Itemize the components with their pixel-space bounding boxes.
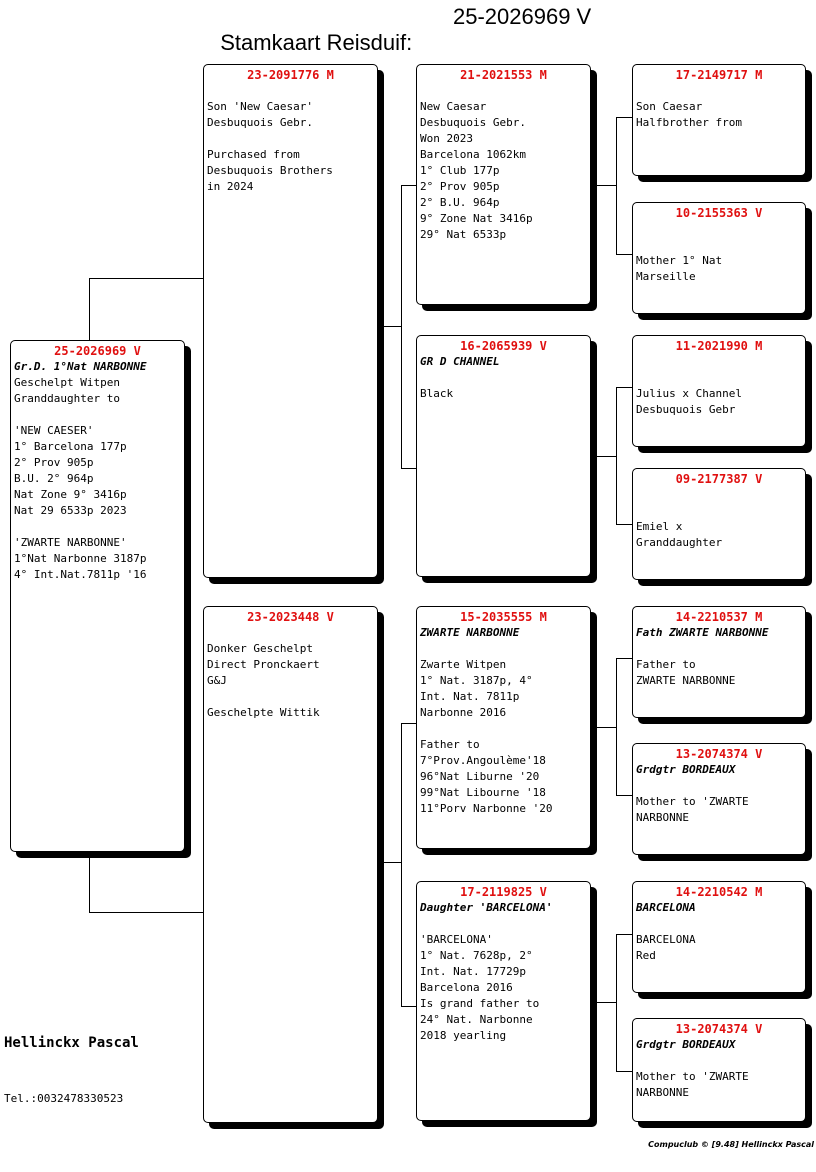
connector <box>616 1071 633 1072</box>
pigeon-card-fmm[interactable]: 09-2177387 V Emiel x Granddaughter <box>632 468 806 580</box>
connector <box>89 278 90 340</box>
connector <box>377 326 401 327</box>
pigeon-card-ffm[interactable]: 10-2155363 V Mother 1° Nat Marseille <box>632 202 806 314</box>
ring-number: 23-2023448 V <box>247 610 334 624</box>
ring-number: 17-2149717 M <box>675 68 763 82</box>
ring-number: 16-2065939 V <box>460 339 547 353</box>
ring-number: 14-2210537 M <box>675 610 763 624</box>
pigeon-card-fff[interactable]: 17-2149717 M Son Caesar Halfbrother from <box>632 64 806 176</box>
pigeon-notes: Julius x Channel Desbuquois Gebr <box>636 387 742 416</box>
connector <box>616 387 633 388</box>
pigeon-card-mff[interactable]: 14-2210537 M Fath ZWARTE NARBONNE Father… <box>632 606 806 718</box>
pigeon-notes: Mother 1° Nat Marseille <box>636 254 723 283</box>
ring-number: 23-2091776 M <box>247 68 334 82</box>
page-title: Stamkaart Reisduif: 25-2026969 V <box>208 4 768 82</box>
pigeon-title: Grdgtr BORDEAUX <box>636 1038 736 1051</box>
pigeon-notes: 'BARCELONA' 1° Nat. 7628p, 2° Int. Nat. … <box>420 933 540 1042</box>
pigeon-card-subject[interactable]: 25-2026969 V Gr.D. 1°Nat NARBONNE Gesche… <box>10 340 185 852</box>
ring-number: 13-2074374 V <box>675 1022 763 1036</box>
ring-number: 17-2119825 V <box>460 885 547 899</box>
connector <box>89 278 204 279</box>
pigeon-card-mfm[interactable]: 13-2074374 V Grdgtr BORDEAUX Mother to '… <box>632 743 806 855</box>
pigeon-notes: BARCELONA Red <box>636 933 696 962</box>
pigeon-title: Fath ZWARTE NARBONNE <box>636 626 769 639</box>
pigeon-title: ZWARTE NARBONNE <box>420 626 520 639</box>
pigeon-notes: Mother to 'ZWARTE NARBONNE <box>636 1070 749 1099</box>
connector <box>401 185 417 186</box>
ring-number: 25-2026969 V <box>54 344 141 358</box>
ring-number: 14-2210542 M <box>675 885 763 899</box>
ring-number: 10-2155363 V <box>675 206 763 220</box>
pigeon-card-mother[interactable]: 23-2023448 V Donker Geschelpt Direct Pro… <box>203 606 378 1123</box>
pigeon-card-father[interactable]: 23-2091776 M Son 'New Caesar' Desbuquois… <box>203 64 378 578</box>
connector <box>616 524 633 525</box>
connector <box>590 185 616 186</box>
pigeon-card-mmf[interactable]: 14-2210542 M BARCELONA BARCELONA Red <box>632 881 806 993</box>
pigeon-notes: Son 'New Caesar' Desbuquois Gebr. Purcha… <box>207 100 333 193</box>
pigeon-notes: Donker Geschelpt Direct Pronckaert G&J G… <box>207 642 320 719</box>
pigeon-title: Gr.D. 1°Nat NARBONNE <box>14 360 147 373</box>
ring-number: 11-2021990 M <box>675 339 763 353</box>
connector <box>401 185 402 468</box>
connector <box>401 468 417 469</box>
connector <box>401 723 417 724</box>
ring-number: 21-2021553 M <box>460 68 547 82</box>
pigeon-title: GR D CHANNEL <box>420 355 500 368</box>
connector <box>616 387 617 524</box>
pigeon-title: Daughter 'BARCELONA' <box>420 901 553 914</box>
pigeon-notes: Mother to 'ZWARTE NARBONNE <box>636 795 749 824</box>
title-label: Stamkaart Reisduif: <box>220 30 413 55</box>
owner-phone: Tel.:0032478330523 <box>4 1092 124 1105</box>
connector <box>89 852 90 912</box>
connector <box>616 254 633 255</box>
connector <box>616 795 633 796</box>
pigeon-card-mm[interactable]: 17-2119825 V Daughter 'BARCELONA' 'BARCE… <box>416 881 591 1121</box>
pigeon-notes: Emiel x Granddaughter <box>636 520 723 549</box>
connector <box>616 658 633 659</box>
connector <box>401 723 402 1006</box>
pigeon-card-mmm[interactable]: 13-2074374 V Grdgtr BORDEAUX Mother to '… <box>632 1018 806 1122</box>
connector <box>590 456 616 457</box>
pigeon-notes: Father to ZWARTE NARBONNE <box>636 658 736 687</box>
connector <box>377 862 401 863</box>
connector <box>616 934 633 935</box>
pigeon-card-mf[interactable]: 15-2035555 M ZWARTE NARBONNE Zwarte Witp… <box>416 606 591 849</box>
pigeon-card-ff[interactable]: 21-2021553 M New Caesar Desbuquois Gebr.… <box>416 64 591 305</box>
connector <box>590 1002 616 1003</box>
pigeon-notes: Zwarte Witpen 1° Nat. 3187p, 4° Int. Nat… <box>420 658 553 815</box>
ring-number: 13-2074374 V <box>675 747 763 761</box>
pigeon-notes: Black <box>420 387 454 400</box>
pigeon-notes: New Caesar Desbuquois Gebr. Won 2023 Bar… <box>420 100 533 241</box>
pigeon-card-fmf[interactable]: 11-2021990 M Julius x Channel Desbuquois… <box>632 335 806 447</box>
pigeon-notes: Son Caesar Halfbrother from <box>636 100 742 129</box>
footer-credit: Compuclub © [9.48] Hellinckx Pascal <box>648 1140 814 1149</box>
pigeon-title: BARCELONA <box>636 901 696 914</box>
pigeon-notes: Geschelpt Witpen Granddaughter to 'NEW C… <box>14 376 147 581</box>
pigeon-card-fm[interactable]: 16-2065939 V GR D CHANNEL Black <box>416 335 591 577</box>
connector <box>616 934 617 1071</box>
connector <box>616 117 617 254</box>
ring-number: 15-2035555 M <box>460 610 547 624</box>
ring-number: 09-2177387 V <box>675 472 763 486</box>
connector <box>590 727 616 728</box>
title-ring: 25-2026969 V <box>453 4 592 29</box>
connector <box>89 912 204 913</box>
pigeon-title: Grdgtr BORDEAUX <box>636 763 736 776</box>
connector <box>616 658 617 795</box>
connector <box>616 117 633 118</box>
owner-name: Hellinckx Pascal <box>4 1035 139 1051</box>
connector <box>401 1006 417 1007</box>
